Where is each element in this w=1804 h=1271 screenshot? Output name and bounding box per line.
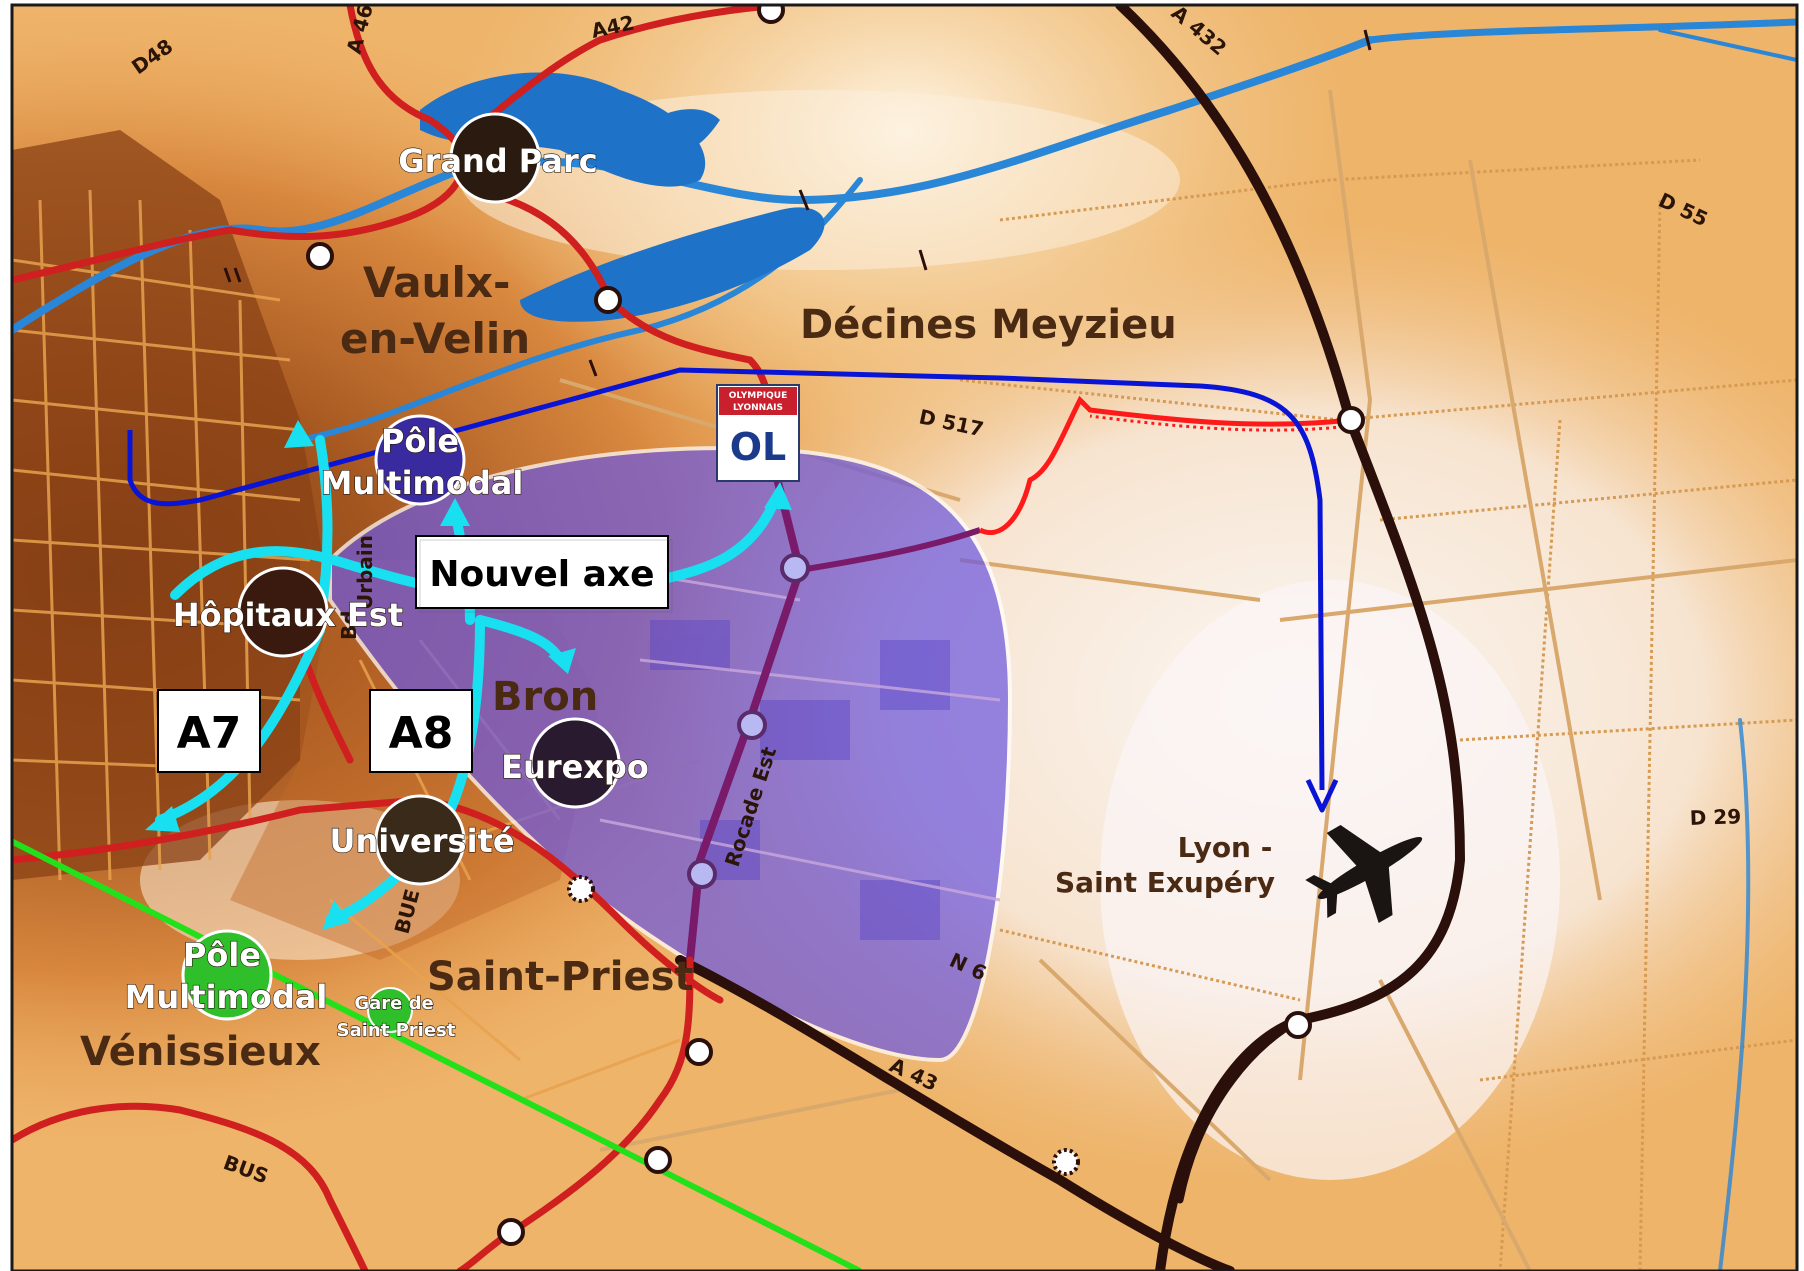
station-dot	[594, 286, 622, 314]
town-saint-priest: Saint-Priest	[427, 954, 694, 1000]
poi-discs	[181, 112, 621, 1033]
town-venissieux: Vénissieux	[80, 1029, 321, 1075]
road-label-d29: D 29	[1689, 804, 1741, 830]
ol-logo-line2: LYONNAIS	[733, 403, 783, 413]
town-decines: Décines Meyzieu	[800, 302, 1177, 348]
map-frame	[10, 3, 1799, 1271]
secondary-roads	[559, 89, 1797, 1271]
bridge-marks	[223, 29, 1372, 377]
poi-eurexpo: Eurexpo	[501, 748, 649, 786]
motorway-network	[675, 5, 1466, 1271]
road-label-bd-2: Urbain	[353, 535, 377, 610]
station-dot	[685, 1038, 713, 1066]
station-dot-dashed	[1052, 1148, 1080, 1176]
poi-pole-multimodal-south-1: Pôle	[183, 936, 261, 974]
poi-hopitaux-est: Hôpitaux Est	[173, 596, 403, 634]
town-bron: Bron	[492, 674, 598, 720]
new-link-red-dots	[1089, 414, 1351, 432]
poi-pole-multimodal-south-2: Multimodal	[125, 978, 328, 1016]
blue-route	[127, 367, 1325, 791]
lake-grand-large	[420, 72, 706, 187]
ol-logo-mark: OL	[730, 425, 787, 469]
station-dot	[306, 242, 334, 270]
rural-roads	[959, 158, 1797, 1271]
pole-multimodal-north-marker	[374, 414, 466, 506]
hopitaux-est-marker	[237, 566, 329, 658]
eurexpo-marker	[529, 717, 621, 809]
poi-pole-multimodal-north-2: Multimodal	[321, 464, 524, 502]
motorway-a432-south	[1176, 1016, 1304, 1204]
nouvel-axe-box: Nouvel axe	[415, 535, 673, 613]
lake-small	[640, 109, 720, 154]
station-dot	[1284, 1011, 1312, 1039]
station-dot	[757, 5, 785, 24]
ol-logo-banner	[719, 387, 797, 415]
stadium-zone-texture	[560, 560, 950, 940]
rocade-branch	[799, 527, 981, 573]
rocade-stop	[737, 710, 767, 740]
a7-box: A7	[157, 689, 261, 773]
airplane-icon	[1305, 824, 1423, 924]
pole-multimodal-south-marker	[181, 929, 273, 1021]
universite-marker	[374, 794, 466, 886]
a7-label: A7	[177, 708, 242, 759]
station-dot	[1337, 406, 1365, 434]
gare-saint-priest-marker	[367, 987, 413, 1033]
road-label-bd-1: Bd	[337, 610, 361, 640]
motorway-a43	[675, 955, 1235, 1271]
blue-route-arrowhead	[1305, 778, 1339, 813]
poi-pole-multimodal-north-1: Pôle	[381, 422, 459, 460]
a8-label: A8	[389, 708, 454, 759]
poi-gare-2: Saint Priest	[337, 1020, 456, 1041]
ol-logo-line1: OLYMPIQUE	[729, 391, 788, 401]
tram-network	[12, 5, 784, 1271]
poi-universite: Université	[329, 822, 514, 860]
town-airport-line1: Lyon -	[1178, 831, 1273, 864]
rocade-stop	[687, 859, 717, 889]
stations	[306, 5, 1365, 1246]
station-dot-dashed	[567, 875, 595, 903]
nouvel-axe-label: Nouvel axe	[429, 554, 654, 595]
town-vaulx-line2: en-Velin	[340, 314, 530, 363]
grand-parc-marker	[449, 112, 541, 204]
station-dot	[497, 1218, 525, 1246]
town-airport-line2: Saint Exupéry	[1055, 866, 1275, 899]
poi-gare-1: Gare de	[354, 993, 433, 1014]
station-dot	[644, 1146, 672, 1174]
new-axis-arrowheads	[145, 420, 792, 930]
town-vaulx-line1: Vaulx-	[363, 258, 510, 307]
poi-grand-parc: Grand Parc	[398, 142, 597, 180]
a8-box: A8	[369, 689, 473, 773]
train-line	[12, 838, 862, 1271]
rocade-stop	[780, 553, 810, 583]
ol-logo: OLYMPIQUE LYONNAIS OL	[716, 384, 800, 482]
new-link-red	[978, 395, 1351, 535]
motorway-a432	[1115, 5, 1466, 1271]
